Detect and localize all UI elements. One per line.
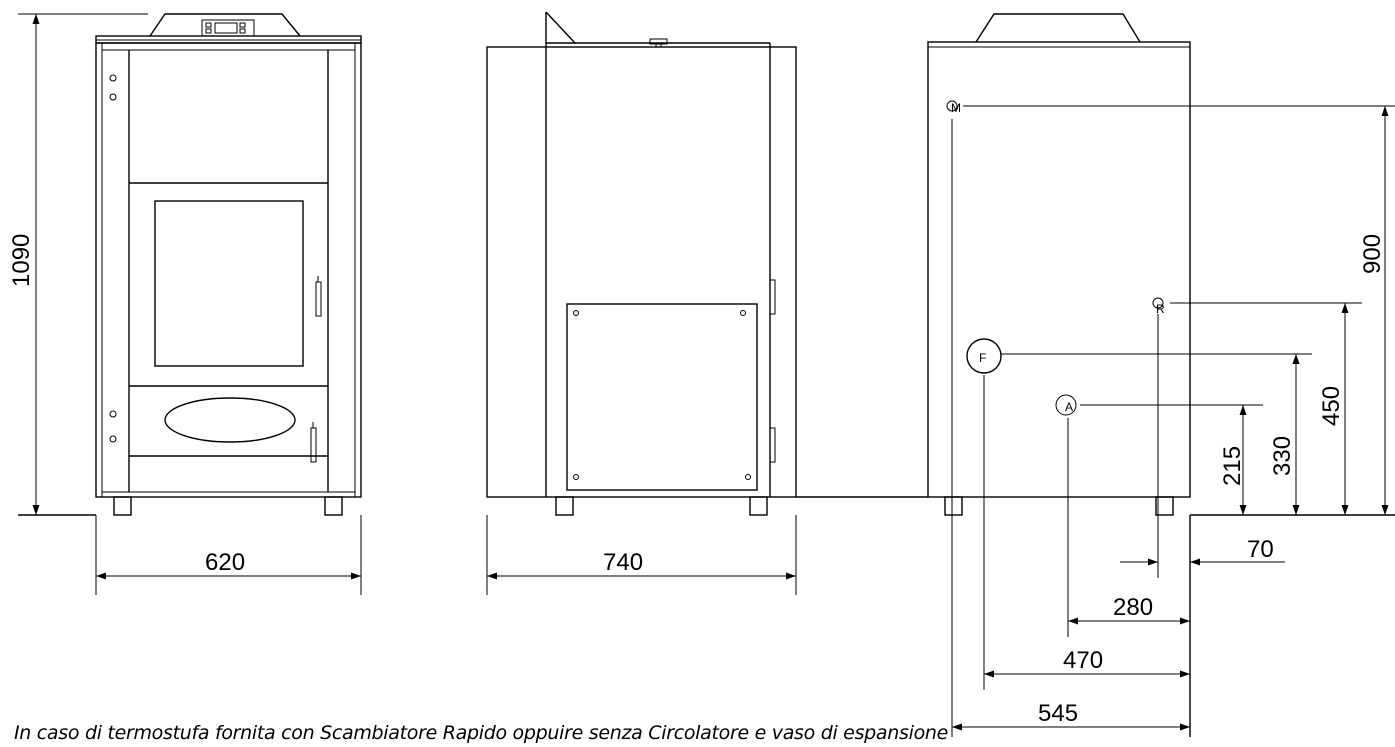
dim-front-width-text: 620 <box>205 549 245 576</box>
connection-a-label: A <box>1065 400 1073 414</box>
dim-outlet-m-offset-text: 545 <box>1038 700 1078 727</box>
rear-view <box>18 13 1395 737</box>
dim-height-total: 1090 <box>8 13 148 515</box>
dim-side-depth-text: 740 <box>603 549 643 576</box>
dim-front-width: 620 <box>95 515 362 595</box>
connection-f: F <box>966 338 1312 690</box>
side-view <box>486 11 797 516</box>
dim-outlet-m-height-text: 900 <box>1359 234 1386 274</box>
connection-f-label: F <box>979 351 986 365</box>
connection-r-label: R <box>1156 302 1165 316</box>
dim-outlet-r-height-text: 450 <box>1318 386 1345 426</box>
connection-a: A <box>1055 394 1263 637</box>
dim-outlet-r-height: 450 <box>1318 303 1349 515</box>
dim-outlet-a-offset: 280 <box>1068 594 1190 625</box>
dim-outlet-f-offset: 470 <box>984 647 1190 678</box>
dim-outlet-m-height: 900 <box>1359 106 1389 515</box>
connection-m: M <box>946 100 1395 737</box>
dim-outlet-f-height: 330 <box>1269 354 1300 515</box>
footnote: In caso di termostufa fornita con Scambi… <box>14 722 949 744</box>
dim-side-depth: 740 <box>486 515 797 595</box>
dim-outlet-a-height: 215 <box>1219 405 1247 515</box>
connection-m-label: M <box>951 101 961 115</box>
dim-outlet-f-offset-text: 470 <box>1063 647 1103 674</box>
dim-outlet-r-offset-text: 70 <box>1247 536 1274 563</box>
dim-outlet-r-offset: 70 <box>1120 536 1285 566</box>
front-view <box>95 13 362 516</box>
connection-r: R <box>1152 297 1362 578</box>
dim-height-total-text: 1090 <box>8 234 35 287</box>
dim-outlet-f-height-text: 330 <box>1269 436 1296 476</box>
dim-outlet-m-offset: 545 <box>952 700 1190 731</box>
dim-outlet-a-height-text: 215 <box>1219 446 1246 486</box>
dim-outlet-a-offset-text: 280 <box>1113 594 1153 621</box>
